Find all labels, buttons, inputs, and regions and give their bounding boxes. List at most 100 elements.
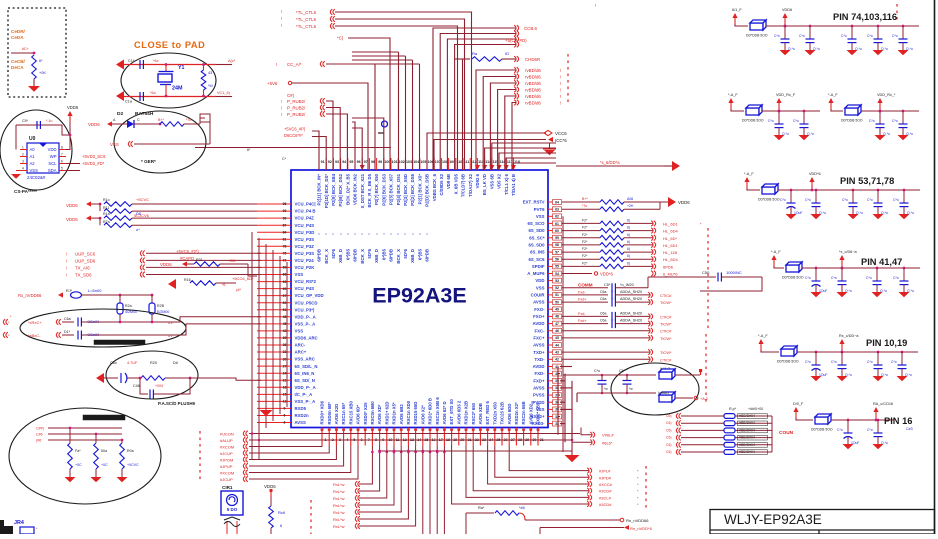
- svg-text:RXD2n X2*: RXD2n X2*: [514, 402, 519, 425]
- svg-text:101: 101: [392, 160, 398, 164]
- svg-text:VDD6: VDD6: [66, 203, 78, 208]
- svg-text:1OuF: 1OuF: [794, 211, 802, 215]
- svg-text:RXC0n 6B0: RXC0n 6B0: [370, 401, 375, 425]
- svg-text:RXD15 65D: RXD15 65D: [413, 402, 418, 425]
- svg-text:PIN 16: PIN 16: [884, 416, 912, 426]
- svg-text:Rx_c/DD~a: Rx_c/DD~a: [839, 334, 859, 338]
- svg-text:EP92A3E: EP92A3E: [372, 284, 466, 308]
- svg-text:7: 7: [61, 153, 63, 157]
- svg-text:VCU_P4 B: VCU_P4 B: [295, 209, 316, 214]
- svg-text:TlCW*: TlCW*: [660, 350, 672, 355]
- svg-text:*6o: *6o: [150, 91, 156, 95]
- svg-text:VDD6: VDD6: [88, 122, 100, 127]
- svg-text:#BB/D#04: #BB/D#04: [739, 450, 755, 454]
- svg-text:CIR1: CIR1: [222, 485, 233, 490]
- svg-text:45: 45: [555, 336, 559, 340]
- svg-text:114: 114: [485, 160, 491, 164]
- svg-text:68*DB: 68*DB: [317, 249, 322, 262]
- svg-text:6): 6): [627, 254, 630, 258]
- svg-text:TXD-: TXD-: [534, 357, 545, 362]
- svg-text:1OuF: 1OuF: [819, 289, 827, 293]
- svg-text:R11: R11: [103, 206, 109, 210]
- svg-text:TX_SD6: TX_SD6: [75, 273, 92, 278]
- svg-text:57: 57: [283, 294, 287, 298]
- svg-text:33: 33: [555, 422, 559, 426]
- svg-text:55: 55: [555, 265, 559, 269]
- svg-text:R1a: R1a: [103, 212, 110, 216]
- svg-text:Fxd-: Fxd-: [578, 290, 586, 294]
- svg-text:+0C: +0C: [75, 463, 82, 467]
- svg-text:C6a: C6a: [600, 297, 606, 301]
- svg-text:X6B_D: X6B_D: [338, 249, 343, 263]
- svg-text:O.*u: O.*u: [906, 47, 913, 51]
- svg-text:P_RUB2/: P_RUB2/: [287, 99, 306, 104]
- svg-text:=: =: [346, 233, 350, 235]
- svg-text:37: 37: [555, 393, 559, 397]
- svg-text:BS_LK VD: BS_LK VD: [482, 174, 487, 195]
- svg-text:92: 92: [328, 160, 332, 164]
- svg-text:T/CLD7) 6B: T/CLD7) 6B: [461, 174, 466, 197]
- svg-text:39: 39: [283, 336, 287, 340]
- svg-text:C5*: C5*: [22, 119, 29, 123]
- svg-text:O.*u: O.*u: [819, 211, 826, 215]
- svg-text:RxL*w: RxL*w: [333, 517, 345, 522]
- svg-text:A: A: [113, 118, 116, 122]
- svg-text:*xRxC+: *xRxC+: [28, 320, 42, 325]
- svg-text:C*o: C*o: [893, 198, 899, 202]
- svg-text:62: 62: [555, 215, 559, 219]
- svg-text:=: =: [418, 233, 422, 235]
- svg-text:+0K: +0K: [39, 71, 46, 75]
- svg-text:57: 57: [555, 250, 559, 254]
- svg-text:4/2M00: 4/2M00: [125, 310, 137, 314]
- svg-text:C*o: C*o: [866, 276, 872, 280]
- svg-text:FXD+: FXD+: [533, 378, 545, 383]
- svg-text:110: 110: [456, 160, 462, 164]
- svg-text:P2[2] BCK_DS6: P2[2] BCK_DS6: [410, 173, 415, 205]
- svg-text:X6B_D: X6B_D: [410, 249, 415, 263]
- svg-text:#C+: #C+: [22, 47, 29, 51]
- svg-text:TXD2n X50: TXD2n X50: [492, 401, 497, 424]
- svg-text:HL_6D4: HL_6D4: [663, 229, 678, 234]
- svg-text:rvBD/d6: rvBD/d6: [525, 101, 541, 106]
- svg-text:*6c: *6c: [153, 59, 159, 63]
- svg-text:VCU_P24: VCU_P24: [295, 258, 315, 263]
- svg-text:=: =: [368, 233, 372, 235]
- svg-text:VDD_P-_A: VDD_P-_A: [295, 385, 316, 390]
- svg-text:!: !: [560, 81, 561, 86]
- svg-text:+5CC6_6D*: +5CC6_6D*: [232, 276, 254, 281]
- svg-text:P2[B] BCK_DS2: P2[B] BCK_DS2: [338, 173, 343, 206]
- svg-text:87: 87: [283, 223, 287, 227]
- svg-text:115: 115: [492, 160, 498, 164]
- svg-text:90: 90: [283, 216, 287, 220]
- svg-text:DD*DDB 5OO: DD*DDB 5OO: [782, 276, 804, 280]
- svg-text:#3CD#: #3CD#: [599, 489, 612, 494]
- svg-text:P2[5] BCK_X57: P2[5] BCK_X57: [389, 173, 394, 205]
- svg-text:C*o: C*o: [869, 119, 875, 123]
- svg-text:TXC25 62B: TXC25 62B: [500, 402, 505, 424]
- svg-text:TX_A/6: TX_A/6: [75, 265, 90, 270]
- svg-text:=: =: [339, 233, 343, 235]
- svg-text:CS-PA*****: CS-PA*****: [14, 189, 37, 194]
- svg-text:*-A_F: *-A_F: [728, 93, 738, 97]
- svg-text:RXC1n X5B 6: RXC1n X5B 6: [435, 397, 440, 425]
- svg-text:112: 112: [471, 160, 477, 164]
- svg-text:A06: A06: [627, 197, 633, 201]
- svg-text:27: 27: [283, 364, 287, 368]
- svg-text:A1: A1: [30, 154, 36, 159]
- svg-text:51: 51: [555, 293, 559, 297]
- svg-text:!: !: [281, 23, 282, 28]
- svg-text:VCU_P4S: VCU_P4S: [295, 286, 315, 291]
- svg-text:=: =: [324, 233, 328, 235]
- svg-text:38: 38: [555, 386, 559, 390]
- svg-text:+5V6: +5V6: [267, 81, 278, 86]
- svg-text:I/C_P-_A: I/C_P-_A: [295, 392, 313, 397]
- svg-text:RXD2+: RXD2+: [531, 414, 545, 419]
- svg-text:COUN: COUN: [779, 430, 794, 436]
- svg-text:RJ*: RJ*: [66, 289, 73, 293]
- svg-text:B+*: B+*: [158, 118, 164, 122]
- svg-text:42: 42: [555, 358, 559, 362]
- svg-text:CeDR/: CeDR/: [11, 29, 26, 34]
- svg-text:*: *: [637, 489, 639, 494]
- svg-text:42: 42: [283, 329, 287, 333]
- svg-text:AVD6 XD2: AVD6 XD2: [528, 403, 533, 424]
